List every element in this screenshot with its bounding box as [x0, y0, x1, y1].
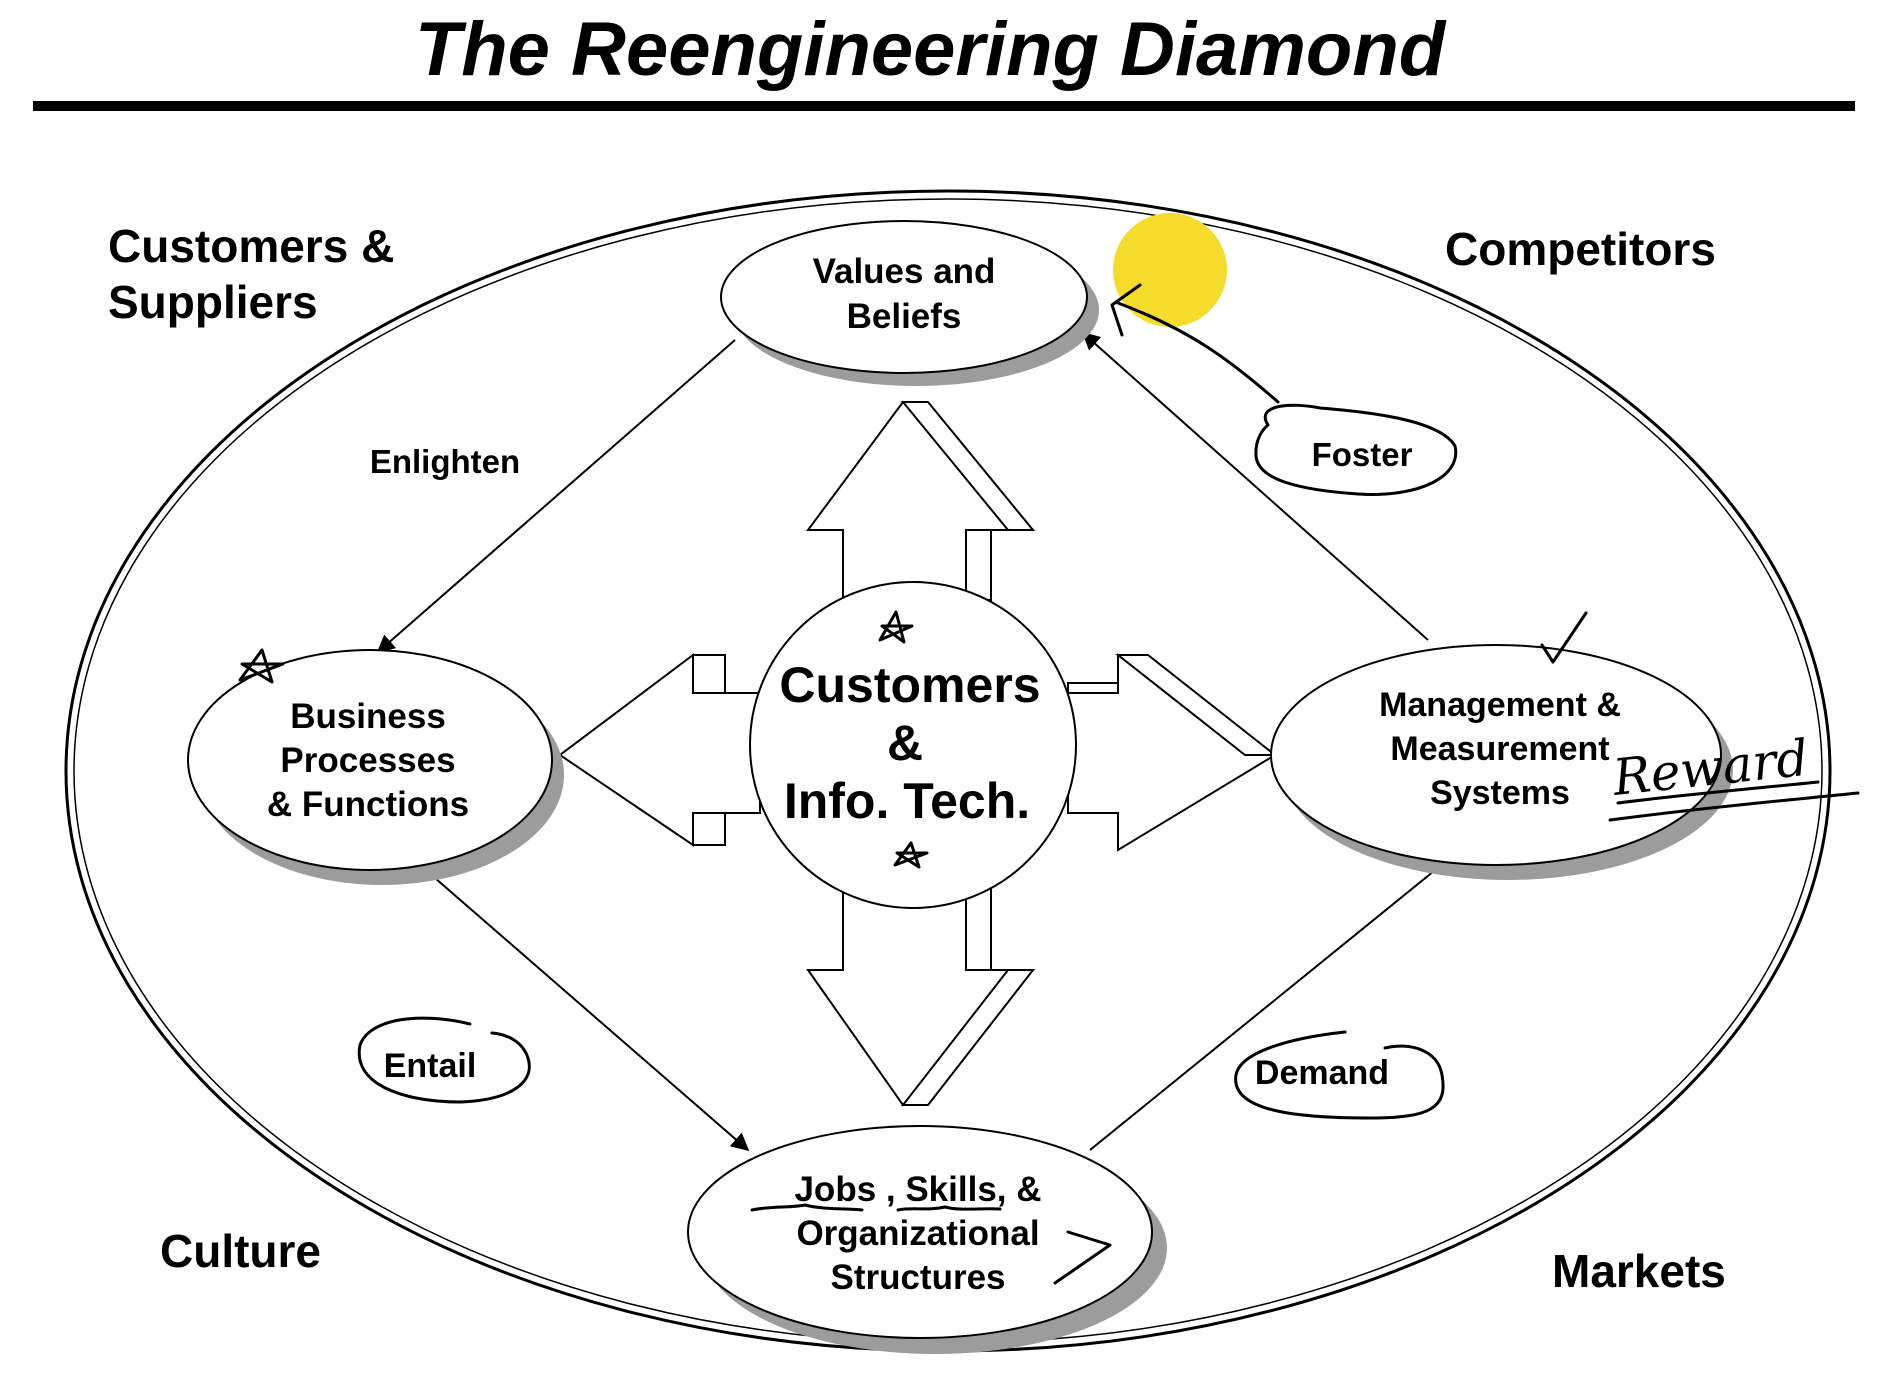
block-arrow-left [558, 652, 761, 847]
handwritten-annotations [238, 283, 1860, 1285]
highlight-dot [1113, 213, 1227, 327]
node-values-line1: Values and [813, 252, 996, 291]
jobs-underline-mark [750, 1203, 864, 1212]
edge-label-foster: Foster [1312, 436, 1413, 473]
foster-arrow-mark [1116, 301, 1280, 404]
arrow-foster [1081, 331, 1429, 641]
foster-circle-mark [1254, 403, 1458, 496]
node-business-line1: Business [290, 697, 446, 736]
arrow-demand [1089, 856, 1452, 1151]
node-values [720, 220, 1088, 374]
center-node [749, 581, 1077, 909]
node-business [187, 649, 553, 871]
node-values-line2: Beliefs [847, 297, 962, 336]
chevron-mark [1053, 1230, 1112, 1285]
center-node-line3: Info. Tech. [784, 773, 1030, 829]
node-management-line3: Systems [1430, 774, 1570, 812]
checkmark-mark [1540, 611, 1588, 664]
node-management-line1: Management & [1379, 686, 1621, 724]
reward-strike-mark [1608, 791, 1860, 822]
corner-label-culture: Culture [160, 1225, 321, 1277]
block-arrow-up [806, 400, 1036, 601]
foster-arrowhead-mark [1110, 283, 1142, 337]
node-jobs [687, 1125, 1153, 1339]
corner-label-competitors: Competitors [1445, 223, 1716, 275]
star-mark-center-top [878, 610, 914, 644]
corner-label-customers-suppliers-2: Suppliers [108, 276, 318, 328]
arrow-entail [419, 864, 750, 1152]
skills-underline-mark [896, 1205, 1002, 1212]
star-mark-business [238, 648, 285, 684]
reward-underline-mark [1616, 780, 1820, 805]
demand-circle-mark [1234, 1030, 1445, 1120]
node-business-line3: & Functions [267, 785, 469, 824]
page-title: The Reengineering Diamond [415, 7, 1447, 92]
arrow-enlighten [376, 339, 736, 654]
edge-label-demand: Demand [1255, 1054, 1389, 1092]
node-jobs-line2: Organizational [796, 1214, 1039, 1253]
corner-label-customers-suppliers: Customers & [108, 220, 394, 272]
center-node-line1: Customers [779, 657, 1040, 713]
center-node-line2: & [887, 715, 923, 771]
block-arrow-right [1067, 653, 1278, 852]
edge-label-entail: Entail [384, 1047, 477, 1085]
edge-label-enlighten: Enlighten [370, 443, 520, 480]
node-management [1270, 644, 1722, 866]
block-arrow-down [806, 879, 1036, 1107]
node-jobs-line1: Jobs , Skills, & [794, 1170, 1041, 1209]
star-mark-center-bottom [893, 841, 929, 869]
corner-label-markets: Markets [1552, 1245, 1726, 1297]
node-business-line2: Processes [280, 741, 455, 780]
title-rule [33, 101, 1855, 111]
node-management-line2: Measurement [1390, 730, 1609, 768]
entail-circle-mark [357, 1016, 531, 1104]
node-jobs-line3: Structures [830, 1258, 1005, 1297]
